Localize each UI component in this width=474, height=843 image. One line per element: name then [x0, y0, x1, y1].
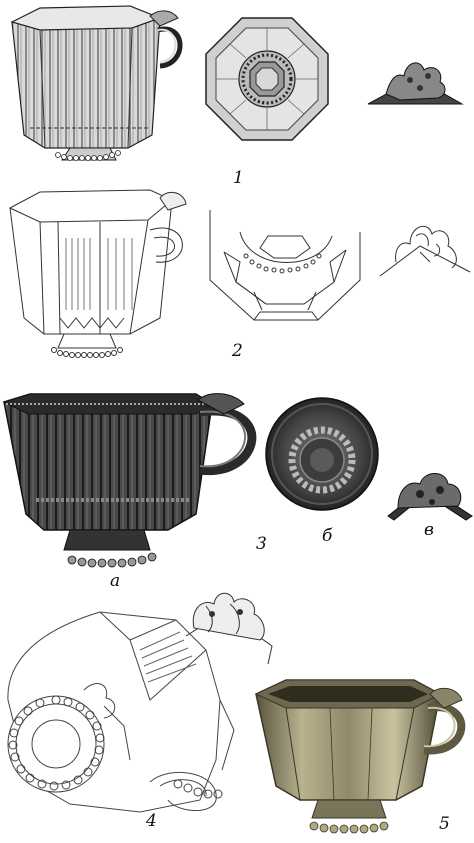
thumb-rest-engraving-1 [367, 62, 464, 105]
figure-number-3: 3 [256, 534, 267, 554]
base-photo-3b [265, 397, 379, 511]
thumb-rest-photo-3v [387, 473, 473, 521]
figure-number-4: 4 [146, 811, 157, 831]
sublabel-b: б [322, 526, 333, 546]
octagonal-base-engraving-1 [205, 17, 329, 141]
cup-fragment-drawing-4 [7, 611, 235, 813]
thumb-rest-drawing-2 [379, 225, 471, 277]
cup-photo-5 [254, 679, 466, 834]
figure-number-5: 5 [439, 814, 450, 834]
base-drawing-2 [209, 210, 361, 321]
cup-photo-3a [2, 393, 257, 568]
figure-number-1: 1 [233, 168, 244, 188]
sublabel-v: в [424, 520, 434, 540]
figure-number-2: 2 [232, 341, 243, 361]
cup-engraving-1 [10, 5, 183, 161]
cup-drawing-2 [9, 189, 187, 358]
sublabel-a: а [110, 571, 121, 591]
thumb-rest-drawing-4 [185, 592, 273, 665]
